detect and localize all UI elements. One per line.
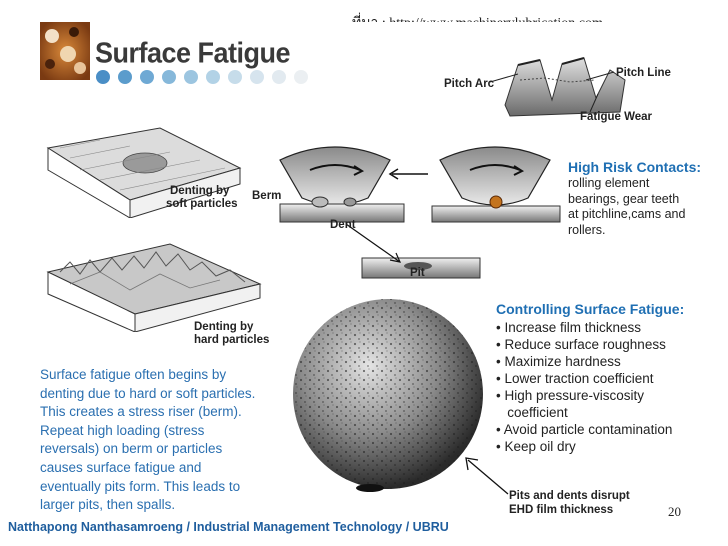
slide-title: Surface Fatigue [95, 37, 291, 69]
high-risk-list: rolling element bearings, gear teeth at … [568, 176, 685, 238]
paragraph-line: larger pits, then spalls. [40, 497, 176, 513]
rolling-contact-diagram [279, 146, 561, 279]
paragraph-line: causes surface fatigue and [40, 459, 202, 475]
paragraph-line: denting due to hard or soft particles. [40, 385, 256, 401]
high-risk-line: rollers. [568, 222, 606, 237]
controlling-item: • Lower traction coefficient [496, 371, 654, 386]
pitted-ball-image [293, 299, 483, 492]
paragraph-line: This creates a stress riser (berm). [40, 404, 242, 420]
pits-dents-label-1: Pits and dents disrupt [509, 490, 630, 502]
hard-particle-surface-plot [46, 243, 262, 332]
soft-particle-surface-plot [46, 127, 242, 218]
controlling-item: coefficient [496, 405, 568, 420]
denting-hard-label-1: Denting by [194, 321, 254, 333]
dot [250, 70, 264, 84]
page-number: 20 [668, 504, 681, 519]
high-risk-line: bearings, gear teeth [568, 191, 680, 206]
paragraph-line: Surface fatigue often begins by [40, 367, 227, 382]
controlling-title: Controlling Surface Fatigue: [496, 301, 685, 317]
dot [96, 70, 110, 84]
surface-fatigue-paragraph: Surface fatigue often begins by denting … [40, 366, 276, 515]
controlling-item: • Reduce surface roughness [496, 337, 666, 352]
decorative-dots [96, 70, 308, 84]
dot [118, 70, 132, 84]
dot [228, 70, 242, 84]
pits-arrow [465, 457, 509, 495]
denting-soft-label-1: Denting by [170, 185, 230, 197]
rust-texture-logo [40, 22, 90, 80]
paragraph-line: reversals) on berm or particles [40, 441, 223, 457]
berm-label: Berm [252, 190, 282, 202]
dot [140, 70, 154, 84]
high-risk-title: High Risk Contacts: [568, 159, 702, 175]
pitch-arc-label: Pitch Arc [444, 78, 495, 90]
controlling-item: • Maximize hardness [496, 354, 621, 369]
paragraph-line: Repeat high loading (stress [40, 422, 205, 438]
controlling-list: • Increase film thickness • Reduce surfa… [496, 319, 672, 455]
paragraph-line: eventually pits form. This leads to [40, 478, 241, 494]
denting-hard-label-2: hard particles [194, 334, 270, 346]
dot [272, 70, 286, 84]
controlling-item: • Avoid particle contamination [496, 422, 673, 437]
controlling-item: • High pressure-viscosity [496, 388, 645, 403]
dot [184, 70, 198, 84]
denting-soft-label-2: soft particles [166, 198, 238, 210]
footer-credit: Natthapong Nanthasamroeng / Industrial M… [8, 520, 449, 534]
pits-dents-label-2: EHD film thickness [509, 504, 614, 516]
controlling-item: • Keep oil dry [496, 439, 576, 454]
fatigue-wear-label: Fatigue Wear [580, 111, 652, 123]
high-risk-line: rolling element [568, 176, 650, 190]
dent-label: Dent [330, 219, 356, 231]
dot [206, 70, 220, 84]
controlling-item: • Increase film thickness [496, 320, 642, 335]
dot [294, 70, 308, 84]
pitch-line-label: Pitch Line [616, 67, 671, 79]
gear-leader-lines [490, 71, 615, 113]
dot [162, 70, 176, 84]
pit-label: Pit [410, 267, 425, 279]
high-risk-line: at pitchline,cams and [568, 207, 686, 221]
